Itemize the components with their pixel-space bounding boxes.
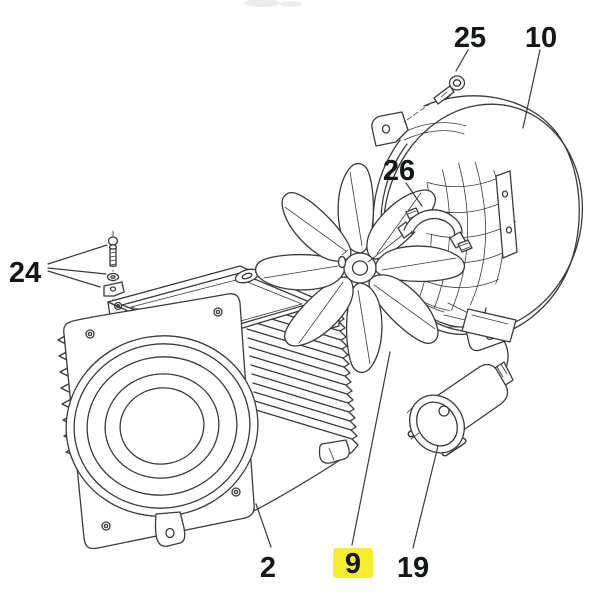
cable-terminal-block — [443, 302, 517, 343]
label-9: 9 — [345, 548, 361, 580]
cover-inner-edge — [423, 95, 580, 337]
leader-9 — [351, 351, 391, 546]
label-10: 10 — [525, 22, 557, 54]
leader-2 — [255, 503, 272, 548]
power-plug — [406, 302, 517, 457]
screw-axis-dashline — [403, 102, 432, 123]
leader-24-bracket — [47, 270, 101, 288]
cable-clamp — [367, 207, 473, 263]
leader-24-washer — [47, 267, 107, 275]
leader-26 — [405, 182, 423, 207]
leader-10 — [522, 49, 541, 129]
plug-face — [409, 394, 465, 454]
label-24: 24 — [9, 257, 41, 289]
label-19: 19 — [397, 552, 429, 584]
fan-hub — [337, 249, 377, 284]
label-26: 26 — [383, 155, 415, 187]
leader-lines — [47, 49, 541, 549]
cropped-artifact — [244, 0, 302, 7]
cover-rail — [495, 170, 518, 259]
fan-blades — [254, 162, 466, 374]
label-2: 2 — [260, 552, 276, 584]
callout-labels: 24 25 10 26 2 9 19 — [9, 22, 557, 584]
leader-19 — [412, 445, 439, 549]
clamp-pointer-line — [367, 233, 405, 263]
drawing — [47, 49, 584, 550]
highlight-9 — [333, 548, 373, 578]
leader-25 — [455, 49, 469, 72]
fin-serrated-edge — [337, 312, 359, 453]
cover-screw — [403, 75, 466, 123]
cover-tab-top — [371, 111, 409, 147]
motor-bearing-rings — [65, 335, 259, 517]
label-25: 25 — [454, 22, 486, 54]
fan-impeller — [254, 162, 466, 374]
leader-24-screw — [47, 244, 108, 265]
motor-feet — [154, 439, 350, 547]
fastener-set — [103, 230, 125, 303]
